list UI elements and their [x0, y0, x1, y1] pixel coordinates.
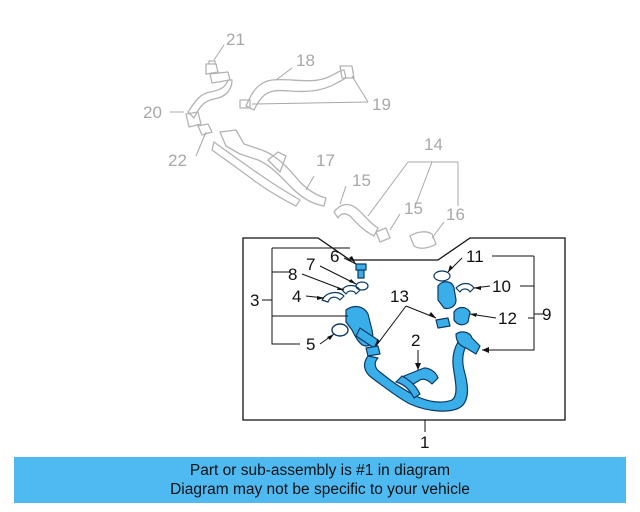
callout-12: 12: [498, 309, 517, 328]
callout-7: 7: [306, 255, 315, 274]
clamp-12: [453, 306, 471, 326]
sensor-6: [355, 263, 367, 279]
callout-11: 11: [466, 247, 484, 266]
clamp-19-b: [339, 65, 355, 79]
callout-22: 22: [168, 151, 187, 170]
clamp-21: [205, 60, 219, 75]
leader-lines: [262, 247, 544, 432]
assembly-frame: [242, 237, 566, 421]
branch-2-tube: [395, 375, 421, 399]
connector-9-upper: [437, 281, 457, 310]
hose-20: [187, 79, 233, 119]
o-ring-5: [331, 323, 349, 337]
connector-9-lower: [455, 331, 481, 355]
ghost-callouts: 21 18 20 19 22 14 17 15 15 16: [143, 30, 465, 224]
callouts: 6 7 8 4 3 5 13 2 11 10 9 12 1: [250, 247, 551, 452]
pipe-17-branch: [211, 141, 301, 207]
clip-8: [341, 284, 361, 295]
hose-20-end: [185, 111, 202, 128]
callout-15-upper: 15: [352, 171, 371, 190]
o-ring-7: [355, 281, 369, 291]
clamp-21-b: [209, 71, 231, 84]
callout-1: 1: [420, 433, 429, 452]
clip-10: [455, 282, 475, 293]
clamp-19-a: [239, 99, 251, 109]
callout-6: 6: [330, 247, 339, 266]
callout-14: 14: [424, 135, 443, 154]
callout-2: 2: [411, 331, 420, 350]
callout-10: 10: [492, 277, 511, 296]
clip-4: [321, 291, 345, 303]
ghost-leaders: [170, 44, 459, 239]
callout-19: 19: [372, 95, 391, 114]
branch-2: [403, 367, 439, 387]
callout-9: 9: [542, 305, 551, 324]
callout-18: 18: [296, 51, 315, 70]
hose-15-b: [375, 227, 391, 243]
hose-15-a: [333, 203, 379, 237]
o-ring-11: [433, 270, 451, 282]
pipe-17-bracket: [267, 151, 287, 173]
highlighted-parts: [321, 263, 481, 412]
callout-17: 17: [316, 151, 335, 170]
callout-4: 4: [292, 287, 301, 306]
info-banner: Part or sub-assembly is #1 in diagram Di…: [14, 457, 626, 503]
fitting-16: [409, 231, 437, 249]
callout-13: 13: [390, 287, 409, 306]
callout-15-lower: 15: [404, 199, 423, 218]
clamp-13-right: [435, 317, 451, 329]
ghost-parts: [185, 60, 437, 249]
callout-5: 5: [306, 335, 315, 354]
callout-16: 16: [446, 205, 465, 224]
pipe-17: [219, 129, 327, 207]
callout-21: 21: [226, 30, 245, 49]
banner-line-2: Diagram may not be specific to your vehi…: [170, 481, 470, 498]
callout-20: 20: [143, 103, 162, 122]
clamp-13-left: [365, 345, 381, 357]
banner-line-1: Part or sub-assembly is #1 in diagram: [189, 462, 451, 479]
callout-3: 3: [250, 291, 259, 310]
callout-8: 8: [288, 265, 297, 284]
arrowheads: [317, 256, 489, 370]
clamp-22: [197, 123, 213, 136]
